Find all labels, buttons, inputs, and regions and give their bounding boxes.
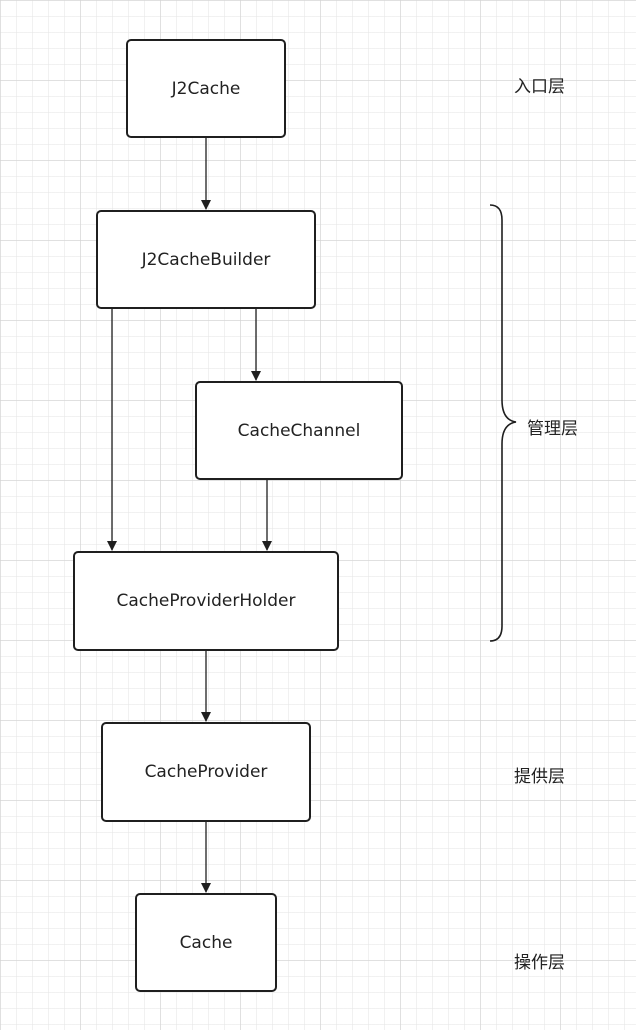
j2cache-label: J2Cache — [171, 78, 241, 99]
operation-layer-label: 操作层 — [514, 953, 565, 973]
cache-node[interactable]: Cache — [135, 893, 277, 992]
entry-layer-label: 入口层 — [514, 77, 565, 97]
management-layer-label: 管理层 — [527, 419, 578, 439]
cache-channel-label: CacheChannel — [237, 420, 361, 441]
management-layer-brace — [489, 204, 517, 642]
cache-provider-label: CacheProvider — [144, 762, 268, 782]
cache-provider-node[interactable]: CacheProvider — [101, 722, 311, 822]
j2cache-builder-node[interactable]: J2CacheBuilder — [96, 210, 316, 309]
cache-provider-holder-node[interactable]: CacheProviderHolder — [73, 551, 339, 651]
cache-label: Cache — [179, 932, 233, 953]
provider-layer-label: 提供层 — [514, 767, 565, 787]
j2cache-builder-label: J2CacheBuilder — [141, 249, 271, 270]
j2cache-node[interactable]: J2Cache — [126, 39, 286, 138]
cache-channel-node[interactable]: CacheChannel — [195, 381, 403, 480]
cache-provider-holder-label: CacheProviderHolder — [116, 591, 296, 611]
